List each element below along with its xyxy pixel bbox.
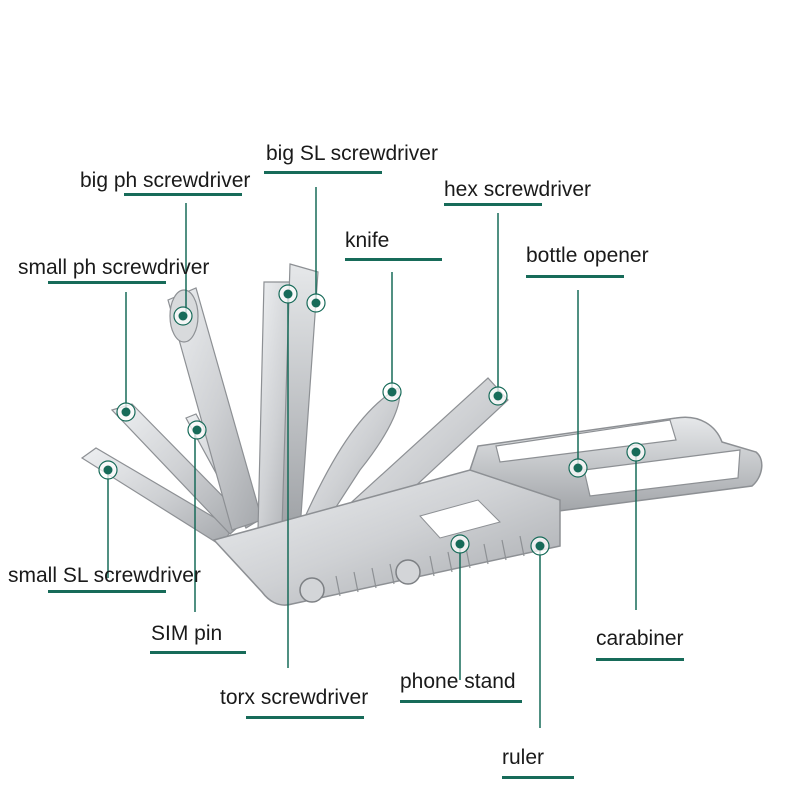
- ruler-marker-dot: [535, 541, 545, 551]
- knife-underline: [345, 258, 442, 261]
- sim-pin-label: SIM pin: [151, 622, 223, 645]
- sim-pin-marker-dot: [192, 425, 202, 435]
- phone-stand-marker-dot: [455, 539, 465, 549]
- small-ph-screwdriver-marker-dot: [121, 407, 131, 417]
- bottle-opener-underline: [526, 275, 624, 278]
- phone-stand-label: phone stand: [400, 670, 516, 693]
- ruler-underline: [502, 776, 574, 779]
- torx-screwdriver-underline: [246, 716, 364, 719]
- hex-screwdriver-underline: [444, 203, 542, 206]
- hex-screwdriver-label: hex screwdriver: [444, 178, 592, 201]
- small-ph-screwdriver-label: small ph screwdriver: [18, 256, 210, 279]
- sim-pin-underline: [150, 651, 246, 654]
- bottle-opener-label: bottle opener: [526, 244, 649, 267]
- ruler-label: ruler: [502, 746, 545, 769]
- torx-screwdriver-marker-dot: [283, 289, 293, 299]
- small-ph-screwdriver-underline: [48, 281, 166, 284]
- knife-marker-dot: [387, 387, 397, 397]
- hex-screwdriver-marker-dot: [493, 391, 503, 401]
- big-ph-screwdriver-underline: [124, 193, 242, 196]
- big-sl-screwdriver-label: big SL screwdriver: [266, 142, 438, 165]
- bottle-opener-marker-dot: [573, 463, 583, 473]
- phone-stand-underline: [400, 700, 522, 703]
- big-ph-screwdriver-label: big ph screwdriver: [80, 169, 251, 192]
- carabiner-label: carabiner: [596, 627, 684, 650]
- small-sl-screwdriver-marker-dot: [103, 465, 113, 475]
- carabiner-underline: [596, 658, 684, 661]
- small-sl-screwdriver-label: small SL screwdriver: [8, 564, 201, 587]
- knife-label: knife: [345, 229, 390, 252]
- big-sl-screwdriver-marker-dot: [311, 298, 321, 308]
- screw-right: [395, 559, 421, 585]
- ruler-ticks: [317, 535, 525, 599]
- torx-screwdriver-label: torx screwdriver: [220, 686, 369, 709]
- carabiner-gate: [495, 419, 677, 463]
- small-sl-screwdriver-underline: [48, 590, 166, 593]
- big-sl-screwdriver-underline: [264, 171, 382, 174]
- bottle-opener-slot: [583, 449, 741, 497]
- phone-stand-window: [419, 499, 501, 539]
- big-ph-screwdriver-marker-dot: [178, 311, 188, 321]
- callout-leaders: [98, 187, 646, 728]
- screw-left: [299, 577, 325, 603]
- carabiner-marker-dot: [631, 447, 641, 457]
